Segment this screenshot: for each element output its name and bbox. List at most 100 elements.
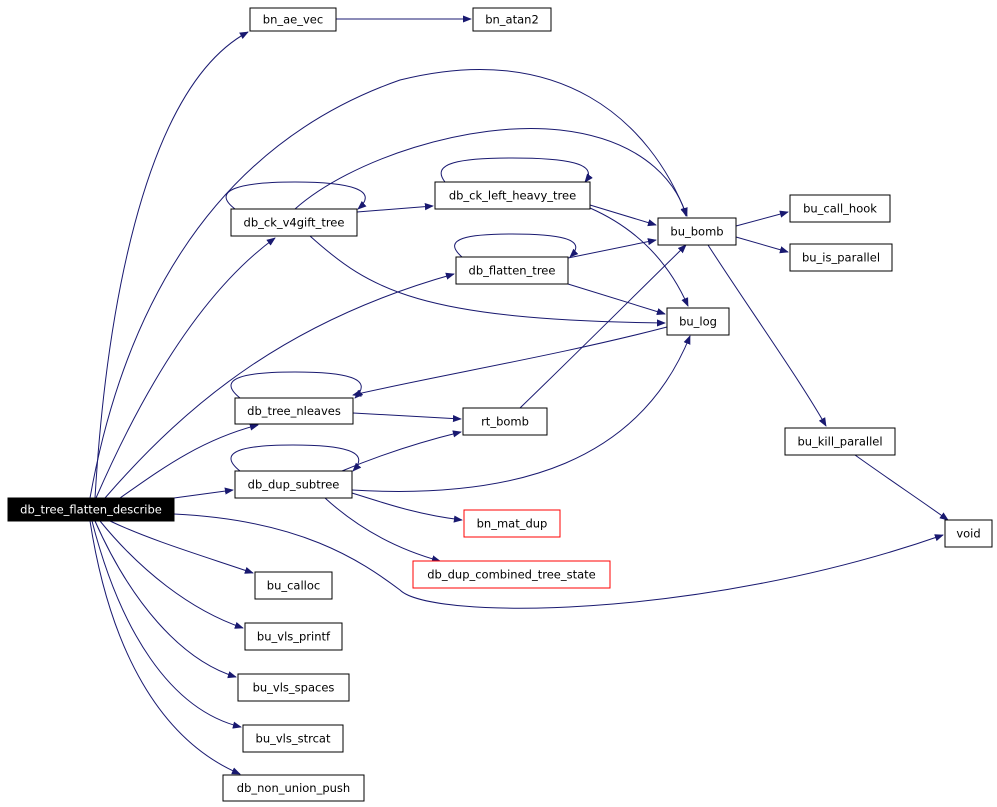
node-bu-calloc[interactable]: bu_calloc xyxy=(254,571,333,600)
edges xyxy=(89,15,949,775)
node-box xyxy=(463,509,561,538)
edge-db-ck-left-heavy-tree-to-bu-log xyxy=(589,207,689,307)
edge-root-to-db-dup-subtree xyxy=(173,487,234,499)
edge-root-to-bu-vls-strcat xyxy=(91,520,242,729)
edge-db-dup-subtree-to-db-dup-combined-tree-state xyxy=(324,497,441,563)
node-label: db_dup_subtree xyxy=(248,478,340,492)
node-label: rt_bomb xyxy=(481,415,529,429)
node-box xyxy=(254,571,333,600)
node-box xyxy=(412,560,611,589)
node-box xyxy=(234,470,353,499)
node-box xyxy=(666,307,730,336)
node-db-non-union-push[interactable]: db_non_union_push xyxy=(222,774,365,802)
node-label: bn_atan2 xyxy=(485,13,539,27)
node-bu-vls-spaces[interactable]: bu_vls_spaces xyxy=(237,673,350,702)
node-label: bu_vls_spaces xyxy=(253,681,335,695)
node-bu-call-hook[interactable]: bu_call_hook xyxy=(789,194,891,223)
node-label: bu_call_hook xyxy=(803,202,877,216)
edge-db-dup-subtree-to-db-dup-subtree xyxy=(230,444,362,472)
node-bu-bomb[interactable]: bu_bomb xyxy=(657,217,737,246)
edge-db-ck-v4gift-tree-to-db-ck-v4gift-tree xyxy=(225,181,367,210)
edge-db-ck-v4gift-tree-to-bu-log xyxy=(309,235,666,327)
edge-root-to-bu-calloc xyxy=(109,520,254,574)
node-bu-kill-parallel[interactable]: bu_kill_parallel xyxy=(784,427,896,456)
edge-root-to-db-ck-v4gift-tree xyxy=(95,237,276,499)
node-bn-ae-vec[interactable]: bn_ae_vec xyxy=(249,7,337,32)
edge-db-flatten-tree-to-bu-log xyxy=(567,283,666,316)
node-box xyxy=(7,497,175,522)
node-db-ck-v4gift-tree[interactable]: db_ck_v4gift_tree xyxy=(230,208,358,237)
node-label: db_tree_flatten_describe xyxy=(20,503,162,517)
edge-root-to-db-non-union-push xyxy=(89,520,241,775)
edge-bu-kill-parallel-to-void xyxy=(854,454,949,521)
edge-db-dup-subtree-to-rt-bomb xyxy=(341,430,462,472)
node-box xyxy=(455,256,569,285)
node-box xyxy=(657,217,737,246)
edge-bu-bomb-to-bu-kill-parallel xyxy=(707,244,827,427)
edge-root-to-bn-ae-vec xyxy=(94,31,249,499)
edge-bu-bomb-to-bu-call-hook xyxy=(735,210,789,227)
edge-root-to-db-tree-nleaves xyxy=(119,423,259,499)
edge-bu-log-to-db-tree-nleaves xyxy=(352,326,668,397)
node-box xyxy=(230,208,358,237)
edge-db-ck-v4gift-tree-to-db-ck-left-heavy-tree xyxy=(356,203,434,213)
node-label: bn_ae_vec xyxy=(263,13,323,27)
node-label: bu_is_parallel xyxy=(802,251,880,265)
edge-db-flatten-tree-to-db-flatten-tree xyxy=(454,233,579,258)
node-bn-mat-dup[interactable]: bn_mat_dup xyxy=(463,509,561,538)
edge-db-dup-subtree-to-bn-mat-dup xyxy=(351,492,463,523)
edge-db-flatten-tree-to-bu-bomb xyxy=(567,238,657,259)
node-box xyxy=(944,519,993,548)
edge-db-dup-subtree-to-bu-log xyxy=(351,335,691,492)
node-box xyxy=(234,397,354,425)
node-db-flatten-tree[interactable]: db_flatten_tree xyxy=(455,256,569,285)
edge-rt-bomb-to-bu-bomb xyxy=(519,244,687,409)
node-box xyxy=(789,243,893,272)
node-bu-vls-printf[interactable]: bu_vls_printf xyxy=(244,622,343,651)
node-bu-vls-strcat[interactable]: bu_vls_strcat xyxy=(242,724,344,753)
node-box xyxy=(237,673,350,702)
edge-db-tree-nleaves-to-db-tree-nleaves xyxy=(230,371,364,399)
edge-root-to-bu-bomb xyxy=(89,69,688,499)
edge-db-ck-left-heavy-tree-to-db-ck-left-heavy-tree xyxy=(440,157,593,183)
node-void[interactable]: void xyxy=(944,519,993,548)
node-box xyxy=(472,7,552,32)
node-label: bu_bomb xyxy=(670,225,723,239)
edge-root-to-db-flatten-tree xyxy=(104,272,455,499)
node-box xyxy=(222,774,365,802)
node-label: db_ck_v4gift_tree xyxy=(244,216,345,230)
edge-bu-bomb-to-bu-is-parallel xyxy=(735,236,789,254)
node-rt-bomb[interactable]: rt_bomb xyxy=(462,407,548,436)
edge-db-ck-left-heavy-tree-to-bu-bomb xyxy=(589,204,657,227)
node-label: bu_calloc xyxy=(267,579,320,593)
node-label: bu_log xyxy=(679,315,717,329)
node-bu-log[interactable]: bu_log xyxy=(666,307,730,336)
node-label: bu_kill_parallel xyxy=(797,435,882,449)
node-box xyxy=(249,7,337,32)
node-label: bu_vls_strcat xyxy=(256,732,331,746)
edge-root-to-bu-vls-printf xyxy=(99,520,244,629)
node-label: db_non_union_push xyxy=(237,781,350,795)
node-box xyxy=(789,194,891,223)
node-box xyxy=(784,427,896,456)
node-db-dup-subtree[interactable]: db_dup_subtree xyxy=(234,470,353,499)
edge-root-to-bu-vls-spaces xyxy=(94,520,237,679)
node-box xyxy=(242,724,344,753)
node-db-ck-left-heavy-tree[interactable]: db_ck_left_heavy_tree xyxy=(434,181,591,210)
edge-db-ck-v4gift-tree-to-bu-bomb xyxy=(294,127,688,217)
node-bn-atan2[interactable]: bn_atan2 xyxy=(472,7,552,32)
node-db-dup-combined-tree-state[interactable]: db_dup_combined_tree_state xyxy=(412,560,611,589)
node-db-tree-nleaves[interactable]: db_tree_nleaves xyxy=(234,397,354,425)
node-root: db_tree_flatten_describe xyxy=(7,497,175,522)
node-bu-is-parallel[interactable]: bu_is_parallel xyxy=(789,243,893,272)
node-label: db_flatten_tree xyxy=(469,264,556,278)
node-label: db_dup_combined_tree_state xyxy=(427,568,595,582)
edge-db-tree-nleaves-to-rt-bomb xyxy=(352,412,462,423)
node-label: void xyxy=(956,527,980,541)
node-label: bu_vls_printf xyxy=(257,630,331,644)
nodes: db_tree_flatten_describe bn_ae_vec bn_atan… xyxy=(7,7,993,802)
node-label: bn_mat_dup xyxy=(477,517,548,531)
node-box xyxy=(462,407,548,436)
edge-root-to-void xyxy=(173,513,944,609)
